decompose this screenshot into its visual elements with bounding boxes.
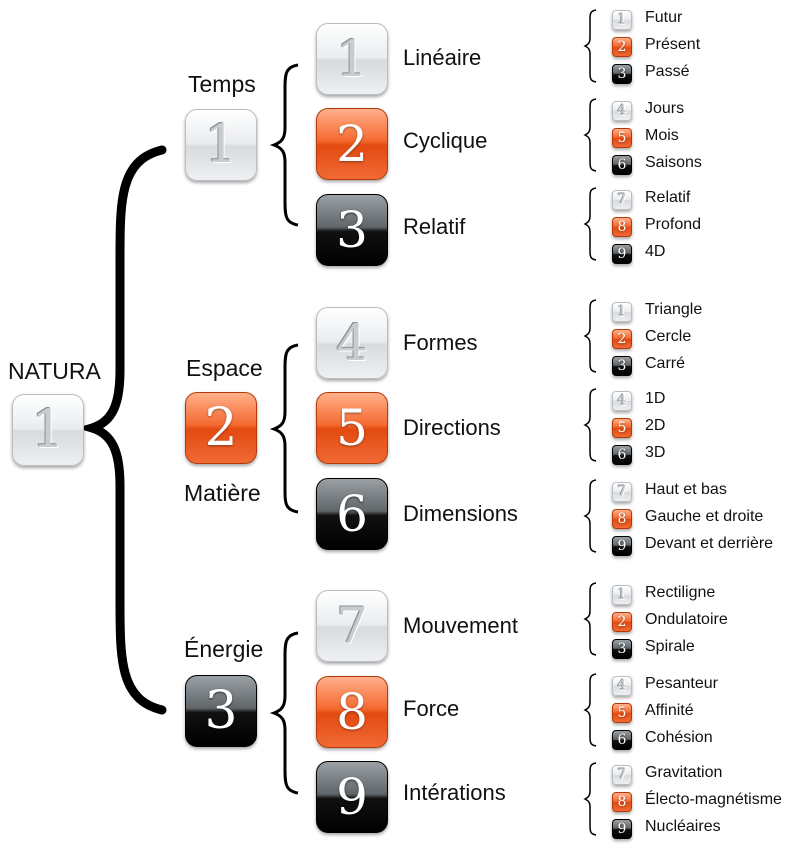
leaf-label: 4D (645, 243, 666, 260)
leaf-tile: 6 (612, 445, 632, 465)
leaf-tile: 4 (612, 101, 632, 121)
leaf-label: Affinité (645, 702, 694, 719)
sub-tile-2: 2 (316, 108, 388, 180)
category-tile-temps: 1 (185, 109, 257, 181)
leaf-tile: 9 (612, 819, 632, 839)
leaf-label: Futur (645, 9, 683, 26)
leaf-tile: 3 (612, 64, 632, 84)
leaf-tile: 7 (612, 765, 632, 785)
leaf-tile: 9 (612, 244, 632, 264)
sub-label-3: Relatif (403, 214, 466, 239)
leaf-tile: 3 (612, 639, 632, 659)
leaf-tile: 1 (612, 302, 632, 322)
leaf-tile: 3 (612, 356, 632, 376)
leaf-tile: 1 (612, 10, 632, 30)
leaf-tile: 6 (612, 730, 632, 750)
sub-label-9: Intérations (403, 780, 506, 805)
leaf-label: Passé (645, 63, 690, 80)
leaf-label: Ondulatoire (645, 611, 728, 628)
sub-tile-9: 9 (316, 761, 388, 833)
leaf-tile: 6 (612, 155, 632, 175)
leaf-tile: 2 (612, 612, 632, 632)
sub-tile-4: 4 (316, 307, 388, 379)
leaf-label: Électo-magnétisme (645, 791, 782, 808)
leaf-tile: 5 (612, 418, 632, 438)
leaf-label: Saisons (645, 154, 702, 171)
leaf-brace-1 (583, 9, 597, 83)
sub-label-1: Linéaire (403, 45, 482, 70)
sub-label-6: Dimensions (403, 501, 518, 526)
leaf-label: Rectiligne (645, 584, 716, 601)
leaf-label: Carré (645, 355, 686, 372)
leaf-tile: 4 (612, 676, 632, 696)
root-tile: 1 (12, 394, 84, 466)
category-label-temps: Temps (188, 71, 256, 97)
leaf-tile: 8 (612, 509, 632, 529)
leaf-brace-6 (583, 479, 597, 553)
leaf-brace-7 (583, 582, 597, 656)
leaf-braces (583, 9, 597, 836)
leaf-brace-5 (583, 388, 597, 462)
leaf-brace-9 (583, 762, 597, 836)
leaf-tile: 4 (612, 391, 632, 411)
leaf-label: Gravitation (645, 764, 723, 781)
leaf-label: 3D (645, 444, 666, 461)
leaf-tile: 8 (612, 217, 632, 237)
root-label: NATURA (8, 358, 101, 384)
category-label-energie: Énergie (184, 636, 264, 662)
sub-label-5: Directions (403, 415, 501, 440)
leaf-label: 1D (645, 390, 666, 407)
leaf-label: Devant et derrière (645, 535, 774, 552)
sub-tile-6: 6 (316, 478, 388, 550)
sub-tile-7: 7 (316, 590, 388, 662)
brace-energie (269, 631, 299, 795)
leaf-label: Pesanteur (645, 675, 718, 692)
leaf-label: Présent (645, 36, 701, 53)
sub-label-8: Force (403, 696, 460, 721)
leaf-label: Triangle (645, 301, 703, 318)
leaf-brace-8 (583, 673, 597, 747)
sub-tile-3: 3 (316, 194, 388, 266)
leaf-label: 2D (645, 417, 666, 434)
leaf-brace-4 (583, 299, 597, 373)
leaf-tile: 5 (612, 128, 632, 148)
leaf-tile: 2 (612, 37, 632, 57)
leaf-brace-2 (583, 98, 597, 172)
leaf-brace-3 (583, 187, 597, 261)
category-label-espace: Espace (186, 355, 263, 381)
leaf-label: Gauche et droite (645, 508, 764, 525)
sub-tile-8: 8 (316, 676, 388, 748)
category-tile-energie: 3 (185, 675, 257, 747)
leaf-label: Cercle (645, 328, 692, 345)
sub-tile-1: 1 (316, 23, 388, 95)
leaf-label: Jours (645, 100, 685, 117)
brace-espace (269, 343, 299, 514)
sub-tile-5: 5 (316, 392, 388, 464)
root-brace (76, 145, 167, 715)
leaf-tile: 9 (612, 536, 632, 556)
leaf-tile: 2 (612, 329, 632, 349)
brace-temps (269, 63, 299, 227)
leaf-tile: 1 (612, 585, 632, 605)
sub-label-2: Cyclique (403, 128, 488, 153)
leaf-label: Cohésion (645, 729, 713, 746)
leaf-label: Nucléaires (645, 818, 721, 835)
leaf-label: Spirale (645, 638, 695, 655)
category-tile-espace: 2 (185, 392, 257, 464)
leaf-label: Mois (645, 127, 679, 144)
sub-label-7: Mouvement (403, 613, 518, 638)
category-label-matiere: Matière (184, 480, 261, 506)
leaf-tile: 8 (612, 792, 632, 812)
leaf-tile: 7 (612, 482, 632, 502)
leaf-label: Haut et bas (645, 481, 727, 498)
leaf-label: Relatif (645, 189, 691, 206)
sub-label-4: Formes (403, 330, 478, 355)
leaf-tile: 5 (612, 703, 632, 723)
leaf-label: Profond (645, 216, 702, 233)
leaf-tile: 7 (612, 190, 632, 210)
